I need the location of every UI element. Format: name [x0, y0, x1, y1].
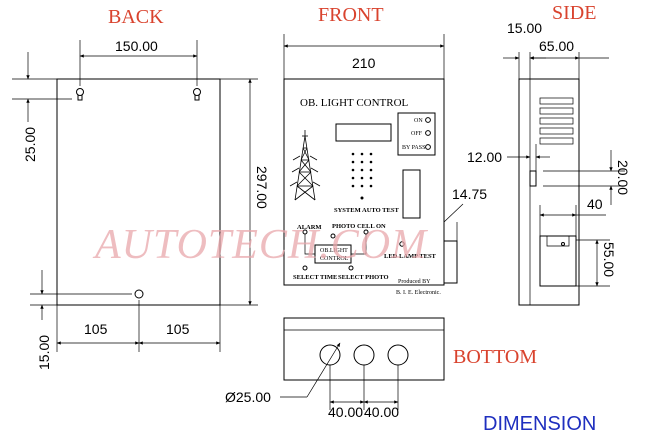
- side-view: 15.00 65.00 12.00 20.00 40 55.00: [467, 20, 631, 306]
- alarm-led-icon: [302, 229, 308, 235]
- dim-back-bottom-offset: 15.00: [36, 335, 52, 370]
- cable-hole-2: [353, 344, 375, 366]
- photo-cell-led-icon: [330, 233, 336, 239]
- front-view: 210 OB. LIGHT CONTROL ON OFF BY PASS: [283, 34, 487, 296]
- watermark-text: AUTOTECH.COM: [92, 222, 428, 268]
- dim-side-depth: 65.00: [539, 38, 574, 54]
- status-bypass-label: BY PASS: [402, 145, 425, 151]
- dim-back-width: 150.00: [115, 38, 158, 54]
- led-lamp-test-button-icon: [399, 241, 405, 247]
- keyhole-mount-left-icon: [76, 88, 84, 101]
- photo-cell-on-led-icon: [363, 229, 369, 235]
- obstruction-tower-icon: [289, 130, 321, 201]
- select-photo-knob-icon: [348, 265, 354, 271]
- dim-gland-width: 14.75: [452, 186, 487, 202]
- dim-hole-spacing-1: 40.00: [328, 404, 363, 420]
- status-off-label: OFF: [411, 131, 423, 137]
- dim-back-left-half: 105: [84, 321, 108, 337]
- front-view-title: FRONT: [318, 4, 384, 26]
- dim-side-12: 12.00: [467, 149, 502, 165]
- dim-side-offset: 15.00: [507, 20, 542, 36]
- dim-hole-spacing-2: 40.00: [364, 404, 399, 420]
- status-bypass-led-icon: [425, 144, 431, 150]
- keyhole-mount-right-icon: [193, 88, 201, 101]
- indicator-dot-grid: [351, 152, 373, 200]
- bottom-view-title: BOTTOM: [453, 346, 537, 368]
- select-time-label: SELECT TIME: [293, 274, 337, 281]
- back-view-title: BACK: [108, 6, 164, 28]
- alarm-label: ALARM: [297, 224, 322, 231]
- device-title: OB. LIGHT CONTROL: [300, 97, 409, 109]
- side-window: [529, 170, 537, 187]
- module-label-line2: CONTROL: [320, 256, 349, 262]
- status-off-led-icon: [425, 130, 431, 136]
- dim-side-40: 40: [587, 196, 603, 212]
- dim-back-height: 297.00: [254, 166, 270, 209]
- select-photo-label: SELECT PHOTO: [338, 274, 389, 281]
- side-body: [518, 78, 580, 306]
- dim-front-width: 210: [352, 55, 376, 71]
- status-on-led-icon: [425, 117, 431, 123]
- bottom-view: Ø25.00 40.00 40.00: [225, 317, 445, 420]
- select-time-knob-icon: [302, 265, 308, 271]
- photo-cell-on-label: PHOTO CELL ON: [332, 223, 386, 230]
- side-view-title: SIDE: [552, 2, 596, 24]
- back-panel: [56, 78, 221, 306]
- display-window: [335, 123, 392, 142]
- dim-back-top-offset: 25.00: [22, 127, 38, 162]
- cable-bracket: [539, 235, 577, 287]
- status-panel: [397, 112, 436, 156]
- dimension-caption: DIMENSION: [483, 413, 596, 435]
- terminal-block: [402, 169, 421, 219]
- dim-back-right-half: 105: [166, 321, 190, 337]
- side-gland: [443, 240, 458, 284]
- vent-louvers: [539, 97, 574, 145]
- status-on-label: ON: [414, 118, 423, 124]
- led-lamp-test-label: LED LAMP TEST: [384, 253, 437, 260]
- system-auto-test-label: SYSTEM AUTO TEST: [334, 207, 399, 214]
- module-label-line1: OB.LIGHT: [320, 248, 348, 254]
- back-view: 150.00 25.00 15.00 297.00 105 105: [12, 38, 270, 370]
- front-panel: [283, 78, 445, 286]
- dim-hole-diameter: Ø25.00: [225, 389, 271, 405]
- maker-label: B. I. E. Electronic.: [396, 290, 441, 296]
- cable-hole-3: [387, 344, 409, 366]
- dim-side-20: 20.00: [615, 160, 631, 195]
- mount-hole-bottom: [134, 289, 144, 299]
- produced-by-label: Produced BY: [398, 279, 431, 285]
- dim-side-55: 55.00: [601, 242, 617, 277]
